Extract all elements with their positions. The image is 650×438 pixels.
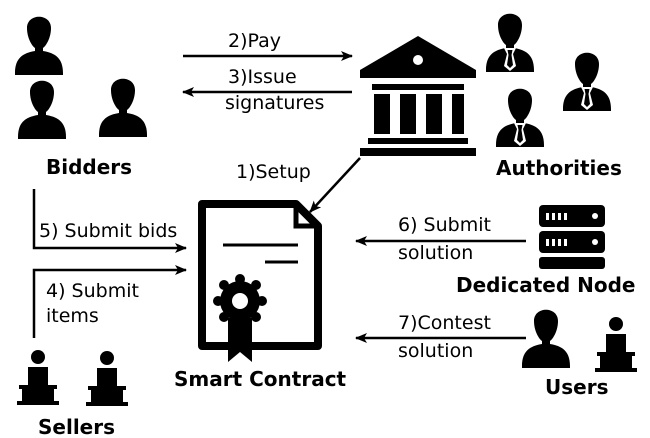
arrow-setup <box>309 157 361 213</box>
bidders-label: Bidders <box>46 155 132 179</box>
step-submit-items-label-1: 4) Submit <box>46 280 139 302</box>
step-contest-label-2: solution <box>398 340 473 362</box>
authorities-label: Authorities <box>496 156 622 180</box>
step-submit-items-label-2: items <box>46 305 99 327</box>
users-icon <box>522 309 637 372</box>
bank-icon <box>360 36 476 156</box>
arrow-submit-bids <box>32 189 187 253</box>
step-submit-solution-label-1: 6) Submit <box>398 214 491 236</box>
dedicated-node-label: Dedicated Node <box>456 273 635 297</box>
bidders-icon <box>15 16 147 139</box>
arrow-submit-items <box>32 265 187 338</box>
certificate-document-icon <box>198 200 322 362</box>
step-submit-solution-label-2: solution <box>398 242 473 264</box>
sellers-label: Sellers <box>38 415 115 438</box>
server-icon <box>539 205 605 269</box>
smart-contract-label: Smart Contract <box>174 367 347 391</box>
users-label: Users <box>545 375 608 399</box>
sellers-icon <box>17 350 128 406</box>
step-contest-label-1: 7)Contest <box>398 312 491 334</box>
step-setup-label: 1)Setup <box>236 161 311 183</box>
authorities-icon <box>486 14 611 147</box>
step-pay-label: 2)Pay <box>228 30 281 52</box>
step-submit-bids-label: 5) Submit bids <box>39 220 177 242</box>
step-issue-label-1: 3)Issue <box>228 66 297 88</box>
step-issue-label-2: signatures <box>225 92 324 114</box>
arrows <box>32 51 526 343</box>
